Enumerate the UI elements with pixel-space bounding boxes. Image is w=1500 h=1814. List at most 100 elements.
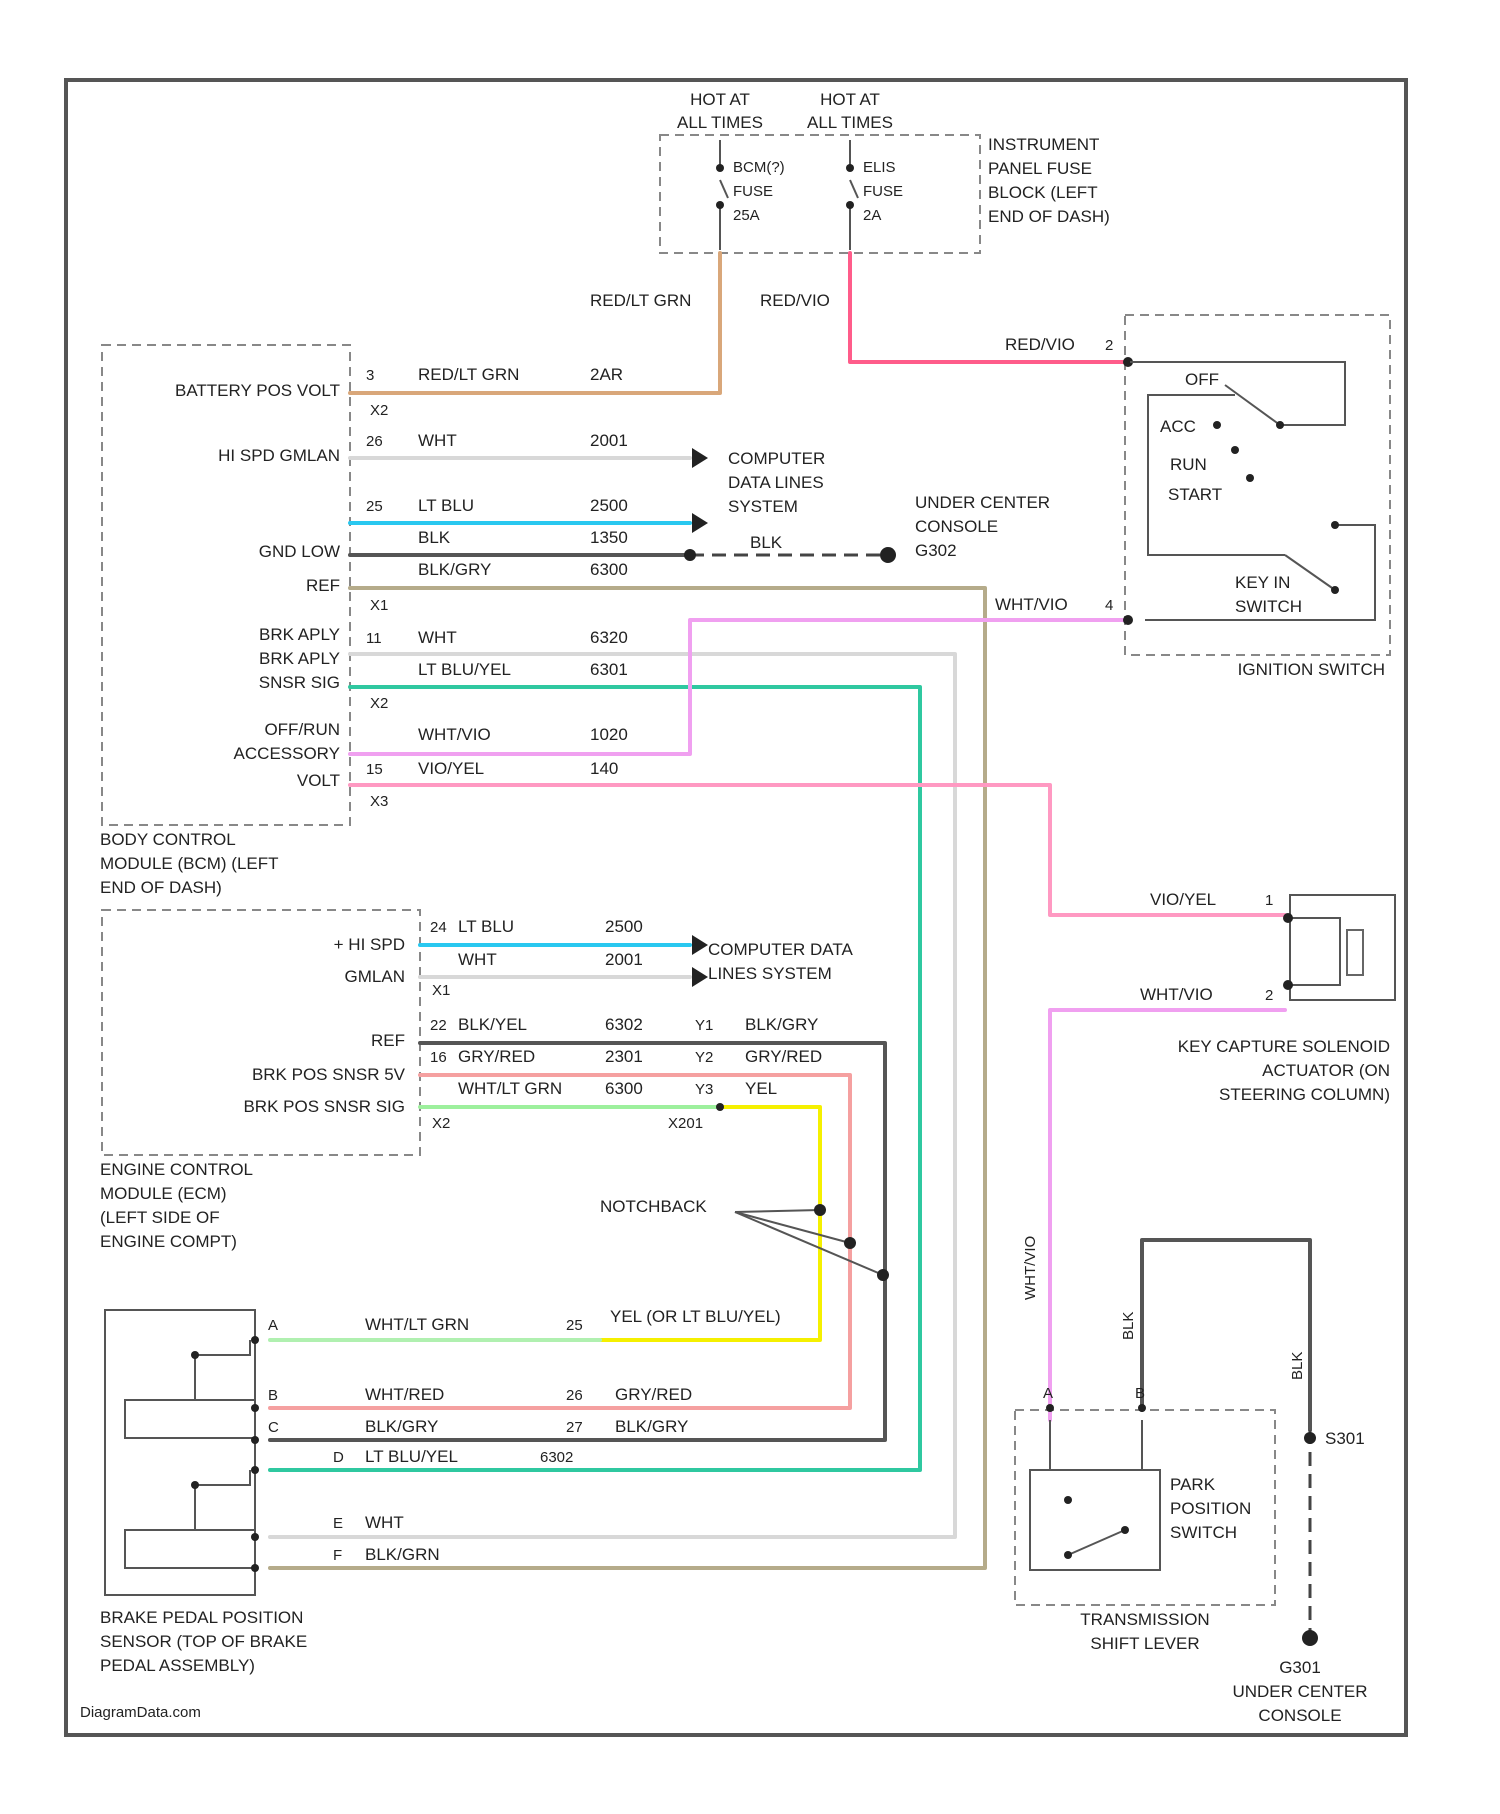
bcm-circuit-0: 2AR <box>590 365 623 384</box>
bps-right-c: BLK/GRY <box>615 1417 688 1436</box>
ecm-wire-2: BLK/YEL <box>458 1015 527 1034</box>
bps-pin-c: C <box>268 1419 279 1436</box>
park-pin-a: A <box>1043 1385 1053 1402</box>
wire-red-lt-grn <box>350 253 720 393</box>
ground-wire-label: BLK <box>750 533 783 552</box>
fuse-2-terminal-bottom <box>846 201 854 209</box>
key-in-label-line2: SWITCH <box>1235 597 1302 616</box>
bps-wire-f: BLK/GRN <box>365 1545 440 1564</box>
notchback-pointer-1 <box>735 1210 820 1212</box>
bps-wire-b: WHT/RED <box>365 1385 444 1404</box>
bcm-wire-8: WHT/VIO <box>418 725 491 744</box>
brake-pedal-sensor: A B C D E F WHT/LT GRN WHT/RED BLK/GRY L… <box>100 1307 781 1675</box>
g301-label-line2: UNDER CENTER <box>1232 1682 1367 1701</box>
key-in-label-line1: KEY IN <box>1235 573 1290 592</box>
fuse-2-line2: FUSE <box>863 183 903 200</box>
bps-label-line1: BRAKE PEDAL POSITION <box>100 1608 303 1627</box>
park-wire-b-label: BLK <box>1120 1312 1137 1340</box>
bps-label-line2: SENSOR (TOP OF BRAKE <box>100 1632 307 1651</box>
park-switch-contact <box>1121 1526 1129 1534</box>
park-wire-in-label: WHT/VIO <box>1022 1236 1039 1300</box>
brake-sensor-element-1 <box>125 1400 255 1438</box>
ground-label-line1: UNDER CENTER <box>915 493 1050 512</box>
bps-terminal-b <box>251 1404 259 1412</box>
bcm-connector-3: X2 <box>370 695 388 712</box>
bps-terminal-c <box>251 1436 259 1444</box>
bps-pin-b: B <box>268 1387 278 1404</box>
bps-right-b: GRY/RED <box>615 1385 692 1404</box>
bcm-circuit-3: 1350 <box>590 528 628 547</box>
bps-wire-d: LT BLU/YEL <box>365 1447 458 1466</box>
ecm-wire-4: WHT/LT GRN <box>458 1079 562 1098</box>
bcm-pin-name-10: VOLT <box>297 771 340 790</box>
ign-position-start: START <box>1168 485 1222 504</box>
bcm-pin-name-5: BRK APLY <box>259 625 340 644</box>
ecm-x201-junction <box>716 1103 724 1111</box>
bps-xpin-d: 6302 <box>540 1449 573 1466</box>
bcm-pin-name-7: SNSR SIG <box>259 673 340 692</box>
fuse-block-label-line3: BLOCK (LEFT <box>988 183 1098 202</box>
wire-vio-yel <box>350 785 1285 915</box>
bps-pin-e: E <box>333 1515 343 1532</box>
shift-label-line1: TRANSMISSION <box>1080 1610 1209 1629</box>
park-label-line1: PARK <box>1170 1475 1216 1494</box>
arrow-data-line-2 <box>692 513 708 533</box>
notchback-pointer-2 <box>735 1212 850 1243</box>
fuse-block-outline <box>660 135 980 253</box>
fuse-wire-label-1: RED/LT GRN <box>590 291 691 310</box>
ignition-switch-label: IGNITION SWITCH <box>1238 660 1385 679</box>
ecm-pin-0: 24 <box>430 919 447 936</box>
ecm-pin-name-4: BRK POS SNSR SIG <box>243 1097 405 1116</box>
g301-label-line3: CONSOLE <box>1258 1706 1341 1725</box>
ign-position-off: OFF <box>1185 370 1219 389</box>
fuse-block-label-line2: PANEL FUSE <box>988 159 1092 178</box>
fuse-1-line3: 25A <box>733 207 760 224</box>
bcm-label-line1: BODY CONTROL <box>100 830 236 849</box>
fuse-block: HOT AT ALL TIMES HOT AT ALL TIMES BCM(?)… <box>660 90 1110 253</box>
bcm-wire-5: WHT <box>418 628 457 647</box>
bcm-wire-3: BLK <box>418 528 451 547</box>
park-switch-box <box>1030 1470 1160 1570</box>
data-lines-2-line2: LINES SYSTEM <box>708 964 832 983</box>
bcm-circuit-1: 2001 <box>590 431 628 450</box>
hot-label-2-line1: HOT AT <box>820 90 880 109</box>
kc-wire2-label: WHT/VIO <box>1140 985 1213 1004</box>
kc-pin1: 1 <box>1265 892 1273 909</box>
ecm-connector-2: X201 <box>668 1115 703 1132</box>
fuse-block-label-line4: END OF DASH) <box>988 207 1110 226</box>
ecm-circuit-0: 2500 <box>605 917 643 936</box>
bcm-pin-name-4: REF <box>306 576 340 595</box>
bps-terminal-a <box>251 1336 259 1344</box>
bcm-wire-10: VIO/YEL <box>418 759 484 778</box>
notchback-marker: NOTCHBACK <box>600 1197 889 1281</box>
wire-wht-vio-park <box>1050 1010 1285 1420</box>
fuse-2-element <box>850 180 858 198</box>
bps-xpin-c: 27 <box>566 1419 583 1436</box>
bcm-pin-2: 25 <box>366 498 383 515</box>
ecm-wire2-3: GRY/RED <box>745 1047 822 1066</box>
key-capture-solenoid: VIO/YEL 1 WHT/VIO 2 KEY CAPTURE SOLENOID… <box>1140 890 1395 1104</box>
ign-pin-in: 2 <box>1105 337 1113 354</box>
bcm-pin-0: 3 <box>366 367 374 384</box>
ign-pin-out: 4 <box>1105 597 1113 614</box>
bcm-connector-4: X3 <box>370 793 388 810</box>
data-lines-2-line1: COMPUTER DATA <box>708 940 853 959</box>
fuse-1-terminal-bottom <box>716 201 724 209</box>
solenoid-internal <box>1290 918 1340 985</box>
kc-pin2: 2 <box>1265 987 1273 1004</box>
bps-xpin-b: 26 <box>566 1387 583 1404</box>
ecm-circuit-3: 2301 <box>605 1047 643 1066</box>
ecm-connector-1: X2 <box>432 1115 450 1132</box>
brake-sensor-outline <box>105 1310 255 1595</box>
bps-right-a: YEL (OR LT BLU/YEL) <box>610 1307 781 1326</box>
bcm-module: BODY CONTROL MODULE (BCM) (LEFT END OF D… <box>100 345 628 897</box>
ecm-wire-0: LT BLU <box>458 917 514 936</box>
bps-terminal-e <box>251 1533 259 1541</box>
credit-text: DiagramData.com <box>80 1704 201 1721</box>
notchback-pointer-3 <box>735 1212 883 1275</box>
fuse-2-line3: 2A <box>863 207 881 224</box>
ecm-wire2-2: BLK/GRY <box>745 1015 818 1034</box>
splice-s301 <box>1304 1432 1316 1444</box>
bcm-label-line2: MODULE (BCM) (LEFT <box>100 854 279 873</box>
brake-sensor-node-2 <box>191 1481 199 1489</box>
